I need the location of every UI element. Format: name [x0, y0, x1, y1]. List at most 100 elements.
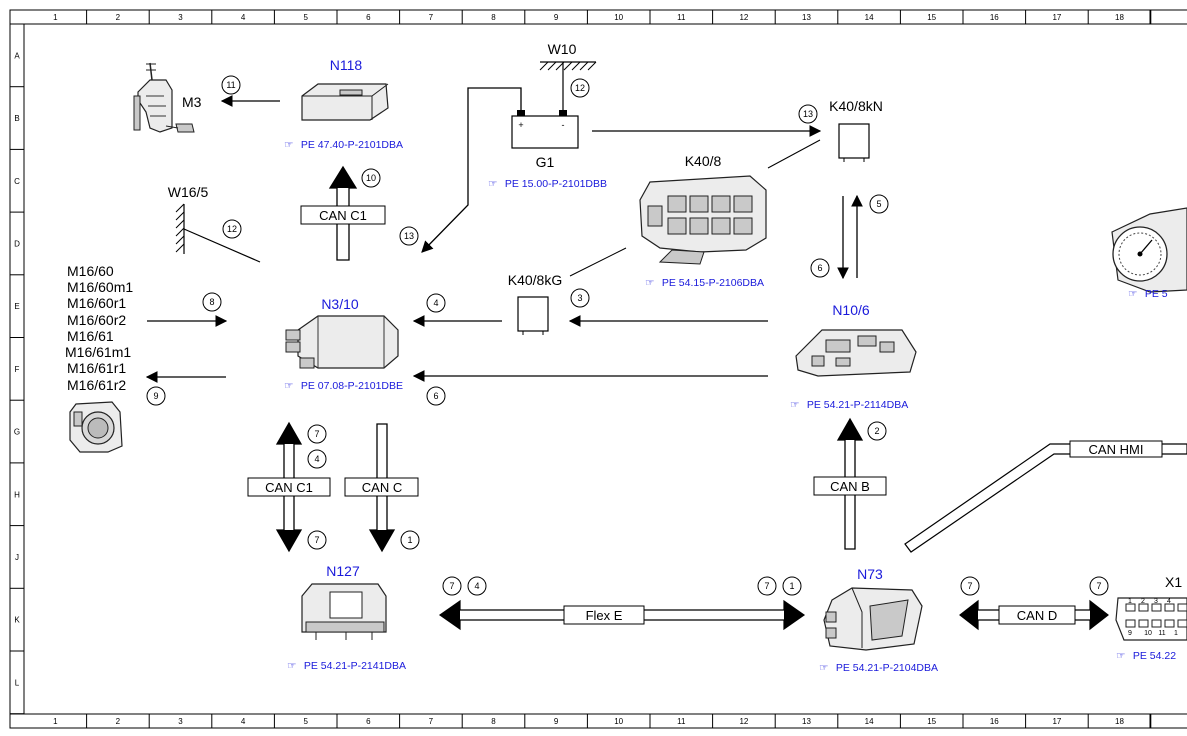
- instrument-cluster-component[interactable]: ☞ PE 5: [1111, 207, 1187, 301]
- n127-label: N127: [326, 563, 360, 579]
- svg-text:12: 12: [575, 83, 585, 93]
- callout-1-a: 1: [400, 530, 420, 550]
- ignition-switch-icon: [823, 587, 923, 651]
- can-c1-top-bus[interactable]: CAN C1: [300, 165, 386, 261]
- can-hmi-bus[interactable]: CAN HMI: [904, 440, 1187, 553]
- n10-6-label: N10/6: [832, 302, 870, 318]
- svg-text:12: 12: [227, 224, 237, 234]
- can-b-label: CAN B: [830, 479, 870, 494]
- x11-pin: 3: [1154, 598, 1158, 605]
- grid-column-label: 16: [990, 717, 999, 726]
- throttle-valve-icon[interactable]: [69, 401, 123, 453]
- m16-item: M16/61: [67, 328, 114, 344]
- n73-label: N73: [857, 566, 883, 582]
- svg-text:7: 7: [314, 429, 319, 439]
- m16-item: M16/60m1: [67, 279, 133, 295]
- can-d-bus[interactable]: CAN D: [959, 599, 1109, 631]
- flex-e-bus[interactable]: Flex E: [438, 599, 806, 631]
- x11-diagnostic-socket[interactable]: X1 1 2 3 4 9 10 11 1 ☞ PE 54.22: [1115, 574, 1187, 663]
- callout-7-a: 7: [307, 424, 327, 444]
- can-c1-bottom-bus[interactable]: CAN C1: [247, 421, 331, 553]
- grid-row-label: B: [14, 114, 19, 123]
- k40-8kn-relay[interactable]: K40/8kN: [829, 98, 883, 162]
- callout-7-f2: 7: [757, 576, 777, 596]
- grid-column-label: 12: [739, 13, 748, 22]
- svg-text:8: 8: [209, 297, 214, 307]
- drawing-frame: [9, 9, 1187, 729]
- svg-text:2: 2: [874, 426, 879, 436]
- x11-pin: 9: [1128, 630, 1132, 637]
- grid-column-label: 11: [677, 717, 686, 726]
- can-c-bus[interactable]: CAN C: [344, 423, 419, 553]
- callout-4-b: 4: [307, 449, 327, 469]
- callout-10: 10: [361, 168, 381, 188]
- grid-column-label: 11: [677, 13, 686, 22]
- n73-reference[interactable]: ☞ PE 54.21-P-2104DBA: [819, 658, 938, 675]
- k40-8-reference[interactable]: ☞ PE 54.15-P-2106DBA: [645, 273, 764, 290]
- n10-6-reference[interactable]: ☞ PE 54.21-P-2114DBA: [790, 395, 908, 412]
- g1-to-n3-10-wire: [421, 87, 522, 253]
- svg-text:4: 4: [474, 581, 479, 591]
- n3-10-component[interactable]: N3/10 ☞ PE 07.08-P-2101DBE: [284, 296, 403, 393]
- callout-12-w10: 12: [570, 78, 590, 98]
- grid-column-label: 17: [1052, 13, 1061, 22]
- n10-6-component[interactable]: N10/6 ☞ PE 54.21-P-2114DBA: [790, 302, 917, 412]
- svg-text:9: 9: [153, 391, 158, 401]
- reference-hand-icon: ☞: [1116, 650, 1125, 662]
- grid-row-label: J: [15, 553, 19, 562]
- k40-8-component[interactable]: K40/8 ☞ PE 54.15-P-2106DBA: [639, 153, 767, 290]
- k40-8kg-relay[interactable]: K40/8kG: [508, 272, 562, 335]
- fuse-box-icon: [639, 175, 767, 265]
- callout-2: 2: [867, 421, 887, 441]
- grid-column-label: 15: [927, 13, 936, 22]
- callout-11: 11: [221, 75, 241, 95]
- grid-row-label: E: [14, 302, 19, 311]
- grid-column-labels: 1122334455667788991010111112121313141415…: [53, 10, 1152, 728]
- control-unit-icon: [301, 83, 389, 121]
- grid-row-label: C: [14, 177, 20, 186]
- w16-5-ground[interactable]: W16/5: [168, 184, 261, 263]
- callout-12-w16: 12: [222, 219, 242, 239]
- instrument-reference[interactable]: ☞ PE 5: [1128, 284, 1168, 301]
- n73-component[interactable]: N73 ☞ PE 54.21-P-2104DBA: [819, 566, 938, 675]
- x11-pin: 1: [1128, 598, 1132, 605]
- grid-row-label: H: [14, 490, 20, 499]
- grid-column-label: 18: [1115, 13, 1124, 22]
- n118-reference[interactable]: ☞ PE 47.40-P-2101DBA: [284, 135, 403, 152]
- m16-item: M16/61m1: [65, 344, 131, 360]
- grid-column-label: 1: [53, 717, 58, 726]
- grid-column-label: 5: [303, 717, 308, 726]
- m16-item: M16/60r1: [67, 295, 126, 311]
- m16-item: M16/60r2: [67, 312, 126, 328]
- svg-text:7: 7: [967, 581, 972, 591]
- svg-text:13: 13: [404, 231, 414, 241]
- g1-reference[interactable]: ☞ PE 15.00-P-2101DBB: [488, 174, 607, 191]
- g1-battery[interactable]: + - G1 ☞ PE 15.00-P-2101DBB: [488, 110, 607, 191]
- n127-reference[interactable]: ☞ PE 54.21-P-2141DBA: [287, 656, 406, 673]
- m3-component[interactable]: M3: [133, 62, 202, 133]
- grid-row-label: K: [14, 616, 20, 625]
- x11-pin: 4: [1167, 598, 1171, 605]
- can-b-bus[interactable]: CAN B: [813, 417, 887, 550]
- grid-row-label: A: [14, 51, 20, 60]
- n127-component[interactable]: N127 ☞ PE 54.21-P-2141DBA: [287, 563, 406, 673]
- can-c-label: CAN C: [362, 480, 402, 495]
- reference-hand-icon: ☞: [284, 139, 293, 151]
- w10-ground[interactable]: W10: [539, 41, 597, 114]
- grid-column-label: 9: [554, 717, 559, 726]
- n3-10-reference[interactable]: ☞ PE 07.08-P-2101DBE: [284, 376, 403, 393]
- svg-text:7: 7: [1096, 581, 1101, 591]
- grid-column-label: 16: [990, 13, 999, 22]
- callout-3: 3: [570, 288, 590, 308]
- callout-6-n3: 6: [426, 386, 446, 406]
- g1-label: G1: [536, 154, 555, 170]
- x11-reference[interactable]: ☞ PE 54.22: [1116, 646, 1176, 663]
- grid-column-label: 7: [429, 13, 434, 22]
- grid-column-label: 8: [491, 13, 496, 22]
- reference-hand-icon: ☞: [790, 399, 799, 411]
- n118-component[interactable]: N118 ☞ PE 47.40-P-2101DBA: [284, 57, 403, 152]
- svg-text:13: 13: [803, 109, 813, 119]
- k40-8kn-label: K40/8kN: [829, 98, 883, 114]
- grid-row-label: F: [15, 365, 20, 374]
